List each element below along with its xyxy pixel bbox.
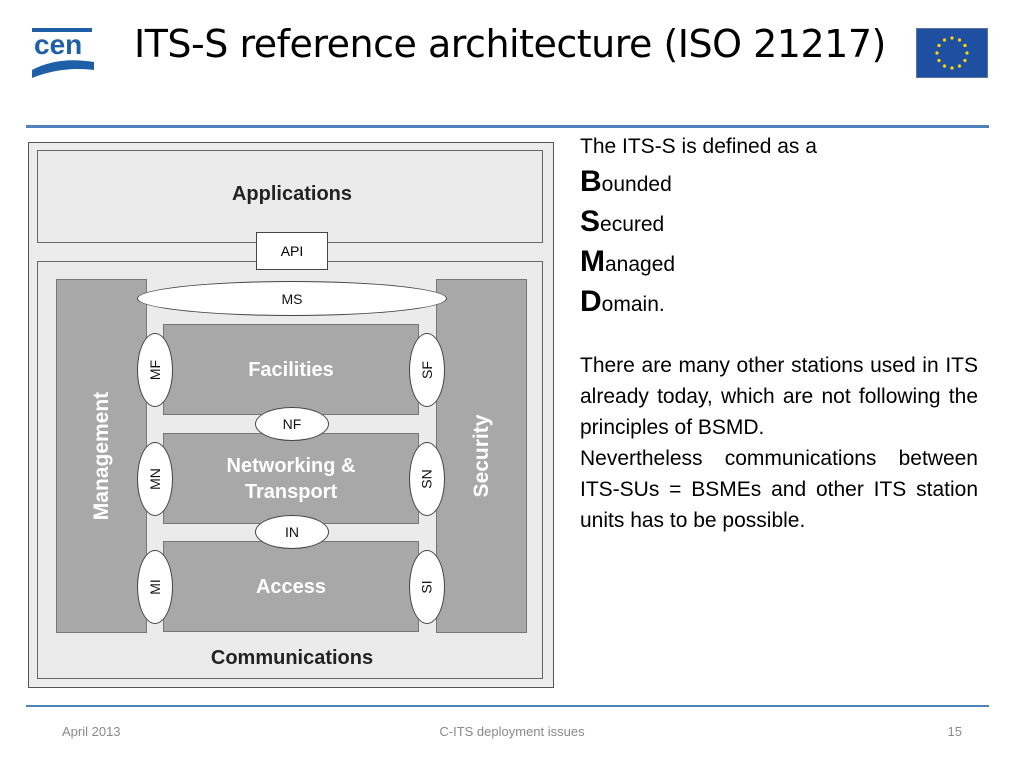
- flag-star: [963, 43, 967, 48]
- in-interface: IN: [255, 515, 329, 549]
- in-label: IN: [285, 524, 299, 540]
- top-divider: [26, 125, 989, 128]
- applications-block: [37, 150, 543, 243]
- security-label: Security: [470, 414, 493, 498]
- flag-star: [950, 36, 954, 40]
- bsmd-bounded: Bounded: [580, 165, 672, 198]
- mf-label: MF: [147, 359, 163, 381]
- ms-interface: MS: [137, 281, 447, 316]
- networking-transport-layer: Networking & Transport: [163, 433, 419, 524]
- sf-interface: SF: [409, 333, 445, 407]
- bsmd-secured: Secured: [580, 205, 665, 238]
- bsmd-domain: Domain.: [580, 285, 665, 318]
- bottom-divider: [26, 705, 989, 707]
- definition-text: The ITS-S is defined as a Bounded Secure…: [580, 132, 978, 536]
- api-label: API: [280, 243, 304, 259]
- footer-title: C-ITS deployment issues: [439, 724, 585, 739]
- flag-star: [957, 38, 962, 42]
- communications-label: Communications: [210, 647, 374, 669]
- mn-interface: MN: [137, 442, 173, 516]
- management-label: Management: [90, 391, 113, 521]
- nf-interface: NF: [255, 407, 329, 441]
- flag-star: [942, 64, 947, 68]
- networking-line-2: Transport: [244, 480, 338, 503]
- eu-flag-icon: [915, 27, 989, 79]
- networking-transport-label: Networking & Transport: [227, 453, 356, 505]
- mi-label: MI: [147, 579, 163, 595]
- paragraph-2: Nevertheless communications between ITS-…: [580, 447, 978, 532]
- flag-star: [950, 66, 954, 70]
- mf-interface: MF: [137, 333, 173, 407]
- bsmd-managed: Managed: [580, 245, 676, 278]
- si-interface: SI: [409, 550, 445, 624]
- footer-date: April 2013: [62, 724, 121, 739]
- api-box: API: [256, 232, 328, 270]
- flag-star: [957, 64, 962, 68]
- paragraph-1: There are many other stations used in IT…: [580, 354, 978, 439]
- si-label: SI: [418, 580, 435, 594]
- flag-star: [937, 43, 941, 48]
- mi-interface: MI: [137, 550, 173, 624]
- facilities-label: Facilities: [248, 358, 334, 381]
- page-title: ITS-S reference architecture (ISO 21217): [134, 22, 886, 66]
- nf-label: NF: [282, 416, 302, 432]
- flag-star: [935, 51, 939, 55]
- flag-star: [963, 58, 967, 63]
- sf-label: SF: [418, 361, 435, 379]
- applications-label: Applications: [231, 183, 352, 205]
- mn-label: MN: [147, 468, 163, 490]
- its-architecture-diagram: Applications Management Security Facilit…: [28, 142, 554, 688]
- page-number: 15: [947, 724, 962, 739]
- flag-star: [942, 38, 947, 42]
- intro-text: The ITS-S is defined as a: [580, 135, 817, 158]
- cen-logo-text: cen: [34, 29, 82, 60]
- sn-label: SN: [418, 469, 435, 489]
- flag-star: [937, 58, 941, 63]
- access-layer: Access: [163, 541, 419, 632]
- management-column: [56, 279, 147, 633]
- facilities-layer: Facilities: [163, 324, 419, 415]
- cen-logo: cen: [28, 26, 98, 82]
- flag-star: [965, 51, 969, 55]
- networking-line-1: Networking &: [226, 454, 356, 477]
- ms-label: MS: [281, 290, 303, 307]
- access-label: Access: [255, 575, 327, 598]
- sn-interface: SN: [409, 442, 445, 516]
